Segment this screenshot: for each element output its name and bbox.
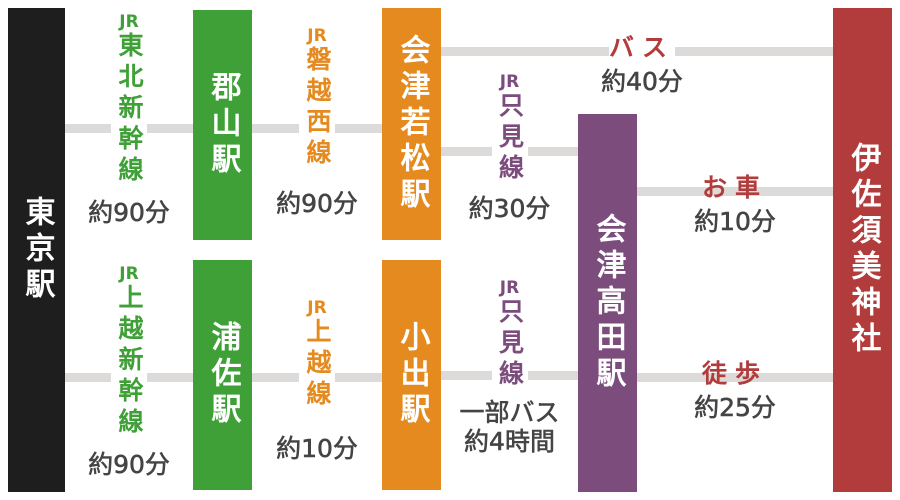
route-line-car [637,187,833,196]
station-label: 浦佐駅 [205,321,241,429]
jr-label: JR [119,12,139,32]
station-koide: 小出駅 [382,260,441,490]
station-koriyama: 郡山駅 [193,10,252,240]
travel-time: 約90分 [88,450,170,480]
travel-time: 約4時間 [464,427,556,457]
jr-label: JR [499,278,520,298]
route-label-joetsu: JR 上越新幹線 約90分 [65,264,193,481]
station-label: 小出駅 [394,321,430,429]
destination-isasumi-shrine: 伊佐須美神社 [833,8,892,492]
route-label-car: お車 約10分 [637,174,833,238]
route-label-joetsu-line: JR 上越線 約10分 [252,298,382,465]
line-name: 只見線 [491,92,528,185]
travel-time: 約40分 [601,67,683,97]
route-label-walk: 徒歩 約25分 [637,360,833,424]
station-tokyo: 東京駅 [8,8,65,492]
travel-time: 約90分 [88,198,170,228]
station-label: 会津高田駅 [590,213,626,393]
station-urasa: 浦佐駅 [193,260,252,490]
station-label: 郡山駅 [205,71,241,179]
line-name: 磐越西線 [299,46,335,174]
station-aizutakada: 会津高田駅 [578,114,637,492]
jr-label: JR [307,26,327,46]
station-label: 伊佐須美神社 [845,142,881,358]
line-name: 上越新幹線 [111,284,147,439]
line-name: 只見線 [491,298,528,391]
travel-time: 約90分 [276,189,358,219]
route-label-tadami-top: JR 只見線 約30分 [441,72,578,225]
travel-time: 約10分 [276,434,358,464]
mode-label: バス [608,33,675,62]
route-label-bus: バス 約40分 [537,34,747,98]
line-name: 上越線 [299,318,335,411]
line-name: 東北新幹線 [111,32,147,187]
route-label-tohoku: JR 東北新幹線 約90分 [65,12,193,229]
route-label-banetsu: JR 磐越西線 約90分 [252,26,382,220]
jr-label: JR [307,298,327,318]
mode-label: お車 [701,173,768,202]
travel-time: 約10分 [694,207,776,237]
station-aizuwakamatsu: 会津若松駅 [382,8,441,240]
route-label-tadami-bottom: JR 只見線 一部バス 約4時間 [441,278,578,457]
travel-time: 約30分 [468,194,551,224]
mode-label: 徒歩 [701,359,768,388]
travel-time: 約25分 [694,393,776,423]
jr-label: JR [499,72,520,92]
route-line-walk [637,373,833,382]
partial-bus-note: 一部バス [459,398,560,427]
station-label: 東京駅 [19,196,55,304]
station-label: 会津若松駅 [394,34,430,214]
jr-label: JR [119,264,139,284]
